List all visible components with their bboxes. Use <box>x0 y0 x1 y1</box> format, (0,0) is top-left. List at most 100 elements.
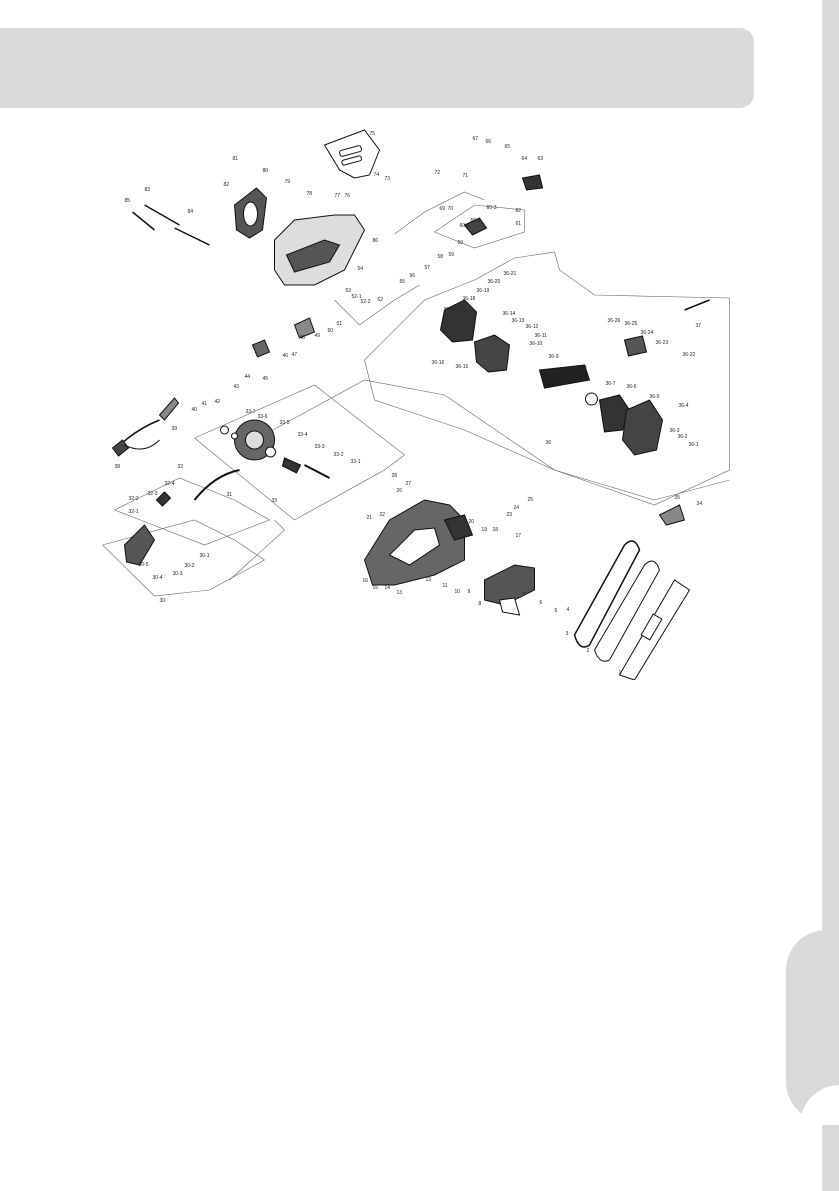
part-label-50: 50 <box>328 328 334 334</box>
part-label-30-2: 30-2 <box>185 563 195 569</box>
part-label-32-2: 32-2 <box>129 496 139 502</box>
front-handle-group-outline <box>102 519 266 597</box>
rear-group-outline <box>334 284 420 326</box>
part-label-47: 47 <box>292 352 298 358</box>
rear-handle-assembly <box>233 129 381 286</box>
part-label-72: 72 <box>435 170 441 176</box>
part-label-39: 39 <box>172 426 178 432</box>
part-label-16: 16 <box>363 578 369 584</box>
part-label-32-1: 32-1 <box>129 509 139 515</box>
side-panel <box>463 217 488 236</box>
front-handle <box>123 524 156 566</box>
part-label-2: 2 <box>587 648 590 654</box>
part-label-36-21: 36-21 <box>504 271 517 277</box>
section-header-band <box>0 28 754 108</box>
cable-37 <box>684 299 710 311</box>
front-parts <box>123 174 686 566</box>
part-label-36-11: 36-11 <box>535 333 548 339</box>
shaft <box>304 464 330 479</box>
part-label-79: 79 <box>285 179 291 185</box>
part-label-45: 45 <box>263 376 269 382</box>
part-label-83: 83 <box>145 187 151 193</box>
part-label-60-1: 60-1 <box>460 223 470 229</box>
part-label-33-1: 33-1 <box>351 459 361 465</box>
part-label-31: 31 <box>227 492 233 498</box>
bolt-83 <box>144 204 180 226</box>
housing-group-outline <box>254 379 730 501</box>
part-label-75: 75 <box>370 131 376 137</box>
small-washer <box>220 425 229 435</box>
gear-group-outline <box>194 384 405 521</box>
part-label-26: 26 <box>397 488 403 494</box>
bracket-34 <box>658 504 686 526</box>
gear-housing <box>621 399 664 456</box>
part-label-36-16: 36-16 <box>432 360 445 366</box>
part-label-30-5: 30-5 <box>139 562 149 568</box>
part-label-36-7: 36-7 <box>606 381 616 387</box>
part-label-36-24: 36-24 <box>641 330 654 336</box>
part-label-52: 52 <box>378 297 384 303</box>
small-washer-2 <box>231 432 238 440</box>
part-label-8: 8 <box>479 601 482 607</box>
part-label-24: 24 <box>514 505 520 511</box>
part-label-59: 59 <box>449 252 455 258</box>
part-label-43: 43 <box>234 384 240 390</box>
part-label-36-12: 36-12 <box>526 324 539 330</box>
bolt-85 <box>132 211 155 231</box>
part-label-11: 11 <box>443 583 448 589</box>
chassis-assembly <box>363 499 535 616</box>
part-label-18: 18 <box>493 527 499 533</box>
part-label-62: 62 <box>516 208 522 214</box>
part-label-49: 49 <box>315 333 321 339</box>
sheath-window <box>640 613 663 641</box>
part-label-38: 38 <box>115 464 121 470</box>
part-label-33-5: 33-5 <box>280 420 290 426</box>
part-label-46: 46 <box>283 353 289 359</box>
part-label-44: 44 <box>245 374 251 380</box>
part-label-36-20: 36-20 <box>488 279 501 285</box>
part-label-14: 14 <box>385 585 391 591</box>
part-label-32-3: 32-3 <box>148 491 158 497</box>
part-label-7: 7 <box>523 592 526 598</box>
group-outlines <box>102 191 730 597</box>
brake-group-outline <box>229 519 285 581</box>
part-label-22: 22 <box>380 512 386 518</box>
part-label-30-3: 30-3 <box>173 571 183 577</box>
page-edge-strip <box>822 0 839 1191</box>
chain-cover <box>484 564 535 606</box>
switch-63 <box>521 174 544 191</box>
part-label-5: 5 <box>555 608 558 614</box>
gear-washer <box>265 446 276 458</box>
plug-holder <box>251 339 271 358</box>
part-label-67: 67 <box>473 136 479 142</box>
part-label-36-3: 36-3 <box>670 428 680 434</box>
part-label-66: 66 <box>486 139 492 145</box>
part-label-36-1: 36-1 <box>689 442 699 448</box>
plug <box>111 439 130 457</box>
part-label-65: 65 <box>505 144 511 150</box>
part-label-73: 73 <box>385 176 391 182</box>
part-label-15: 15 <box>373 585 379 591</box>
stator <box>473 334 511 373</box>
part-label-36-2: 36-2 <box>678 434 688 440</box>
part-label-86: 86 <box>373 238 379 244</box>
hand-guard-slot-2 <box>341 155 362 166</box>
part-label-82: 82 <box>224 182 230 188</box>
part-label-33-6: 33-6 <box>258 414 268 420</box>
motor-assembly <box>439 299 710 456</box>
part-label-33-2: 33-2 <box>334 452 344 458</box>
part-label-77: 77 <box>335 193 341 199</box>
chassis-window <box>388 527 441 566</box>
part-label-37: 37 <box>696 323 702 329</box>
part-label-36-13: 36-13 <box>512 318 525 324</box>
part-label-48: 48 <box>300 335 306 341</box>
part-label-40: 40 <box>192 407 198 413</box>
switch-block <box>623 335 648 357</box>
part-label-51: 51 <box>337 321 343 327</box>
brake-lever <box>193 469 240 501</box>
part-label-84: 84 <box>188 209 194 215</box>
part-label-36-6: 36-6 <box>627 384 637 390</box>
part-label-64: 64 <box>522 156 528 162</box>
part-label-10: 10 <box>455 589 461 595</box>
